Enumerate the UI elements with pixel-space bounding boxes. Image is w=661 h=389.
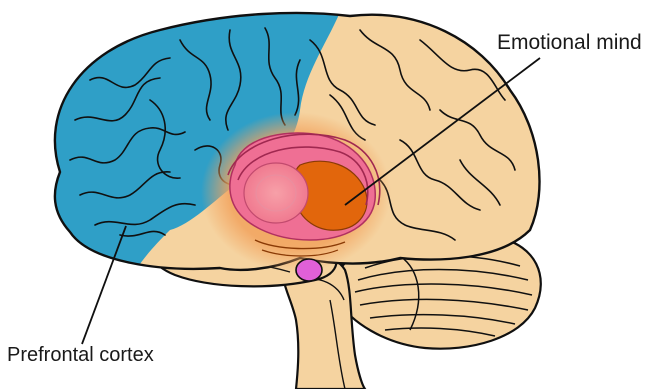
emotional-mind-label: Emotional mind [497, 31, 642, 55]
limbic-core [244, 163, 308, 223]
pituitary-gland [296, 259, 322, 281]
prefrontal-cortex-label: Prefrontal cortex [7, 344, 154, 367]
